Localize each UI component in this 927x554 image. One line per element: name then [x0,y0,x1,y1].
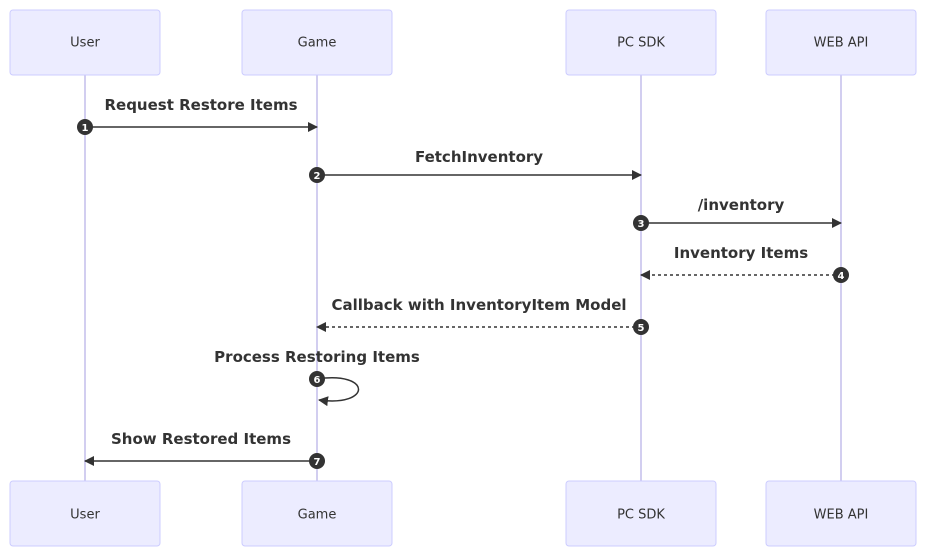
actor-web-api-bottom[interactable]: WEB API [765,480,917,547]
sequence-number: 3 [638,219,645,230]
sequence-number: 1 [82,123,89,134]
actor-web-api-top[interactable]: WEB API [765,9,917,76]
message-label: Show Restored Items [111,430,291,448]
message-label: Callback with InventoryItem Model [331,296,626,314]
message-label: Process Restoring Items [214,348,420,366]
sequence-number: 5 [638,323,645,334]
message-3[interactable]: /inventory 3 [633,196,842,231]
actor-game-top[interactable]: Game [241,9,393,76]
message-label: Request Restore Items [104,96,297,114]
sequence-badge [833,267,849,283]
message-1[interactable]: Request Restore Items 1 [77,96,318,135]
actor-label: User [70,36,100,51]
messages: Request Restore Items 1 FetchInventory 2… [77,96,849,469]
sequence-badge [309,167,325,183]
actor-user-bottom[interactable]: User [9,480,161,547]
actor-label: PC SDK [617,36,665,51]
sequence-badge [77,119,93,135]
sequence-number: 4 [838,271,845,282]
message-label: Inventory Items [674,244,808,262]
sequence-number: 6 [314,375,321,386]
sequence-badge [633,215,649,231]
actor-label: User [70,508,100,523]
actor-pc-sdk-bottom[interactable]: PC SDK [565,480,717,547]
actor-pc-sdk-top[interactable]: PC SDK [565,9,717,76]
actor-label: PC SDK [617,508,665,523]
lifelines [84,75,842,481]
message-7[interactable]: Show Restored Items 7 [84,430,325,469]
actor-label: Game [298,508,337,523]
actors-top: User Game PC SDK WEB API [9,9,917,76]
message-6[interactable]: Process Restoring Items 6 [214,348,420,407]
message-label: FetchInventory [415,148,543,166]
message-4[interactable]: Inventory Items 4 [640,244,849,283]
actors-bottom: User Game PC SDK WEB API [9,480,917,547]
sequence-number: 7 [314,457,321,468]
actor-label: Game [298,36,337,51]
actor-label: WEB API [814,508,869,523]
message-arrow [316,377,360,407]
message-label: /inventory [698,196,785,214]
message-2[interactable]: FetchInventory 2 [309,148,642,183]
sequence-badge [309,453,325,469]
actor-user-top[interactable]: User [9,9,161,76]
sequence-number: 2 [314,171,321,182]
sequence-badge [633,319,649,335]
sequence-badge [309,371,325,387]
message-5[interactable]: Callback with InventoryItem Model 5 [316,296,649,335]
actor-label: WEB API [814,36,869,51]
actor-game-bottom[interactable]: Game [241,480,393,547]
